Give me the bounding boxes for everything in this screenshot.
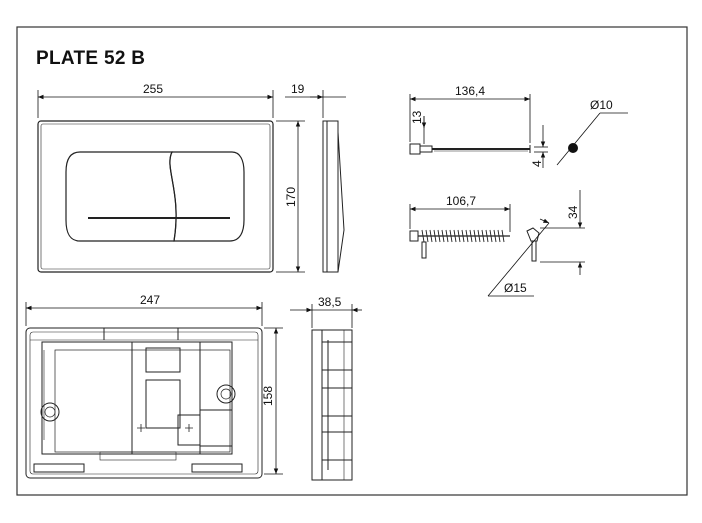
drawing-border [16,26,688,496]
dimension-255 [37,90,274,118]
dim-rod-small-height: 13 [410,110,424,124]
dim-spring-height: 34 [566,205,580,219]
drawing-title: PLATE 52 B [36,48,146,69]
mounting-frame-front [25,327,263,479]
dimension-4 [534,125,548,168]
rod-button [556,112,628,166]
dim-spring-length: 106,7 [446,194,476,208]
dimension-19 [285,90,346,118]
dimension-38-5 [290,304,362,328]
dimension-136-4 [409,94,531,143]
dim-front-height: 170 [284,187,298,207]
dimension-106-7 [409,204,511,232]
dimension-158 [264,327,283,475]
dim-frame-width: 247 [140,293,160,307]
dimension-170 [276,120,305,273]
dim-frame-depth: 38,5 [318,295,342,309]
dimension-247 [25,302,263,326]
mounting-frame-side [311,329,353,481]
dim-frame-height: 158 [261,386,275,406]
dim-rod-button-dia: Ø10 [590,98,613,112]
front-view-plate [37,120,274,273]
dim-side-depth: 19 [291,82,305,96]
dim-spring-button-dia: Ø15 [504,281,527,295]
spring-button-leader [487,218,550,297]
spring-detail [409,227,540,262]
rod-detail [409,143,531,155]
dim-rod-end-gap: 4 [530,160,544,167]
dimension-34 [540,190,585,275]
side-view-plate [322,120,345,273]
dim-rod-length: 136,4 [455,84,485,98]
dim-front-width: 255 [143,82,163,96]
